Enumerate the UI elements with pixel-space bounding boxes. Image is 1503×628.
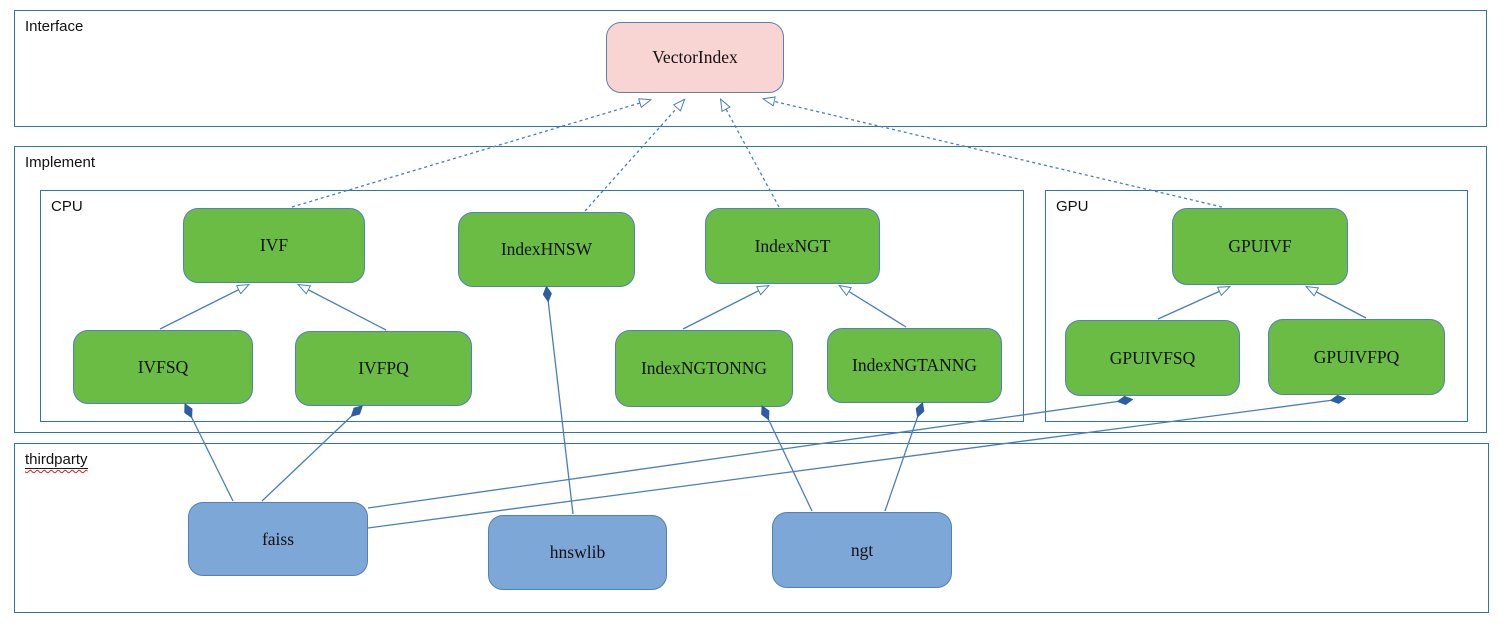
node-vectorindex[interactable]: VectorIndex	[606, 22, 784, 93]
node-indexhnsw[interactable]: IndexHNSW	[458, 212, 635, 287]
node-ngt[interactable]: ngt	[772, 512, 952, 588]
node-ivfsq[interactable]: IVFSQ	[73, 330, 253, 404]
node-indexngtonng[interactable]: IndexNGTONNG	[615, 330, 793, 407]
interface-section-label: Interface	[25, 18, 84, 35]
node-gpuivfpq[interactable]: GPUIVFPQ	[1268, 319, 1445, 395]
gpu-section-label: GPU	[1056, 198, 1089, 215]
node-gpuivfsq[interactable]: GPUIVFSQ	[1065, 320, 1240, 396]
node-ivf[interactable]: IVF	[183, 208, 365, 283]
node-hnswlib[interactable]: hnswlib	[488, 515, 667, 590]
node-faiss[interactable]: faiss	[188, 502, 368, 576]
cpu-section-label: CPU	[51, 198, 83, 215]
node-gpuivf[interactable]: GPUIVF	[1172, 208, 1348, 285]
node-ivfpq[interactable]: IVFPQ	[295, 331, 472, 406]
implement-section-label: Implement	[25, 154, 96, 171]
node-indexngt[interactable]: IndexNGT	[705, 208, 880, 284]
thirdparty-section-label: thirdparty	[25, 451, 88, 469]
thirdparty-section-label-text: thirdparty	[25, 451, 88, 468]
node-indexngtanng[interactable]: IndexNGTANNG	[827, 328, 1002, 403]
